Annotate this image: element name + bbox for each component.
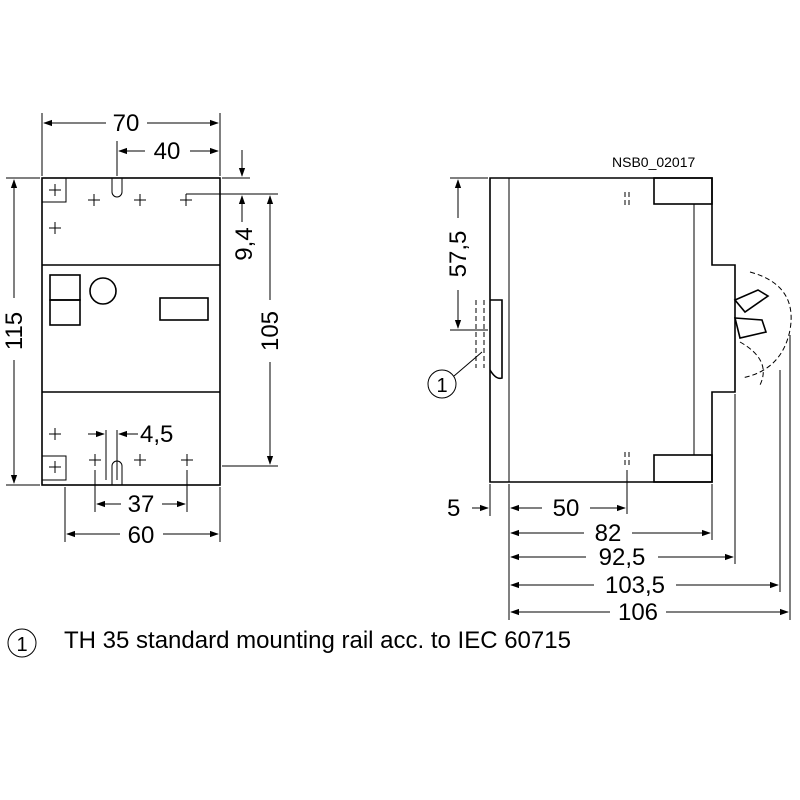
label-depth-50: 50 xyxy=(553,495,580,522)
front-terminal-top-left xyxy=(41,177,67,203)
side-rail-clip xyxy=(489,299,503,380)
dim-offset-top: 9,4 xyxy=(222,150,258,261)
label-height-inner: 105 xyxy=(257,311,284,351)
label-rail-offset: 5 xyxy=(447,495,460,522)
front-body-outline xyxy=(41,177,221,486)
legend: 1 TH 35 standard mounting rail acc. to I… xyxy=(7,627,571,658)
callout-circle xyxy=(427,369,457,399)
front-selector-upper xyxy=(49,274,81,301)
label-width-top-holes: 40 xyxy=(154,138,181,165)
dim-width-bottom-holes: 37 xyxy=(94,470,188,518)
front-screw-marks xyxy=(49,184,193,473)
side-handle-arc xyxy=(741,271,792,379)
dim-depth-50: 50 xyxy=(510,470,628,522)
front-slot-top xyxy=(111,178,123,198)
label-width-bottom: 60 xyxy=(128,522,155,549)
front-view: 70 40 115 105 9,4 xyxy=(1,110,284,549)
label-width-overall: 70 xyxy=(113,110,140,137)
side-view: NSB0_02017 57,5 1 xyxy=(427,154,792,626)
front-window xyxy=(159,297,209,321)
side-terminal-top xyxy=(653,177,713,205)
side-handle-lower xyxy=(733,317,768,339)
drawing-code: NSB0_02017 xyxy=(612,154,696,170)
dim-width-bottom: 60 xyxy=(64,487,221,549)
label-width-bottom-holes: 37 xyxy=(128,491,155,518)
dim-width-overall: 70 xyxy=(41,110,221,176)
front-selector-lower xyxy=(49,299,81,326)
callout-leader xyxy=(453,351,483,377)
side-terminal-bottom xyxy=(653,454,713,483)
label-depth-103-5: 103,5 xyxy=(605,572,665,599)
dim-width-top-holes: 40 xyxy=(116,138,219,176)
side-rail-dashed xyxy=(475,300,485,368)
dim-height-to-rail: 57,5 xyxy=(445,177,488,331)
label-height-to-rail: 57,5 xyxy=(445,231,472,278)
legend-circle xyxy=(7,628,37,658)
label-offset-top: 9,4 xyxy=(231,227,258,260)
dim-depth-103-5: 103,5 xyxy=(510,370,781,599)
dim-depth-82: 82 xyxy=(510,484,713,547)
dim-depth-92-5: 92,5 xyxy=(510,394,736,571)
rail-callout: 1 xyxy=(427,351,483,399)
label-height-overall: 115 xyxy=(1,312,28,350)
dim-depth-106: 106 xyxy=(510,335,791,626)
side-slot-top xyxy=(624,192,630,206)
label-depth-82: 82 xyxy=(595,520,622,547)
dim-height-overall: 115 xyxy=(1,177,40,486)
label-depth-92-5: 92,5 xyxy=(599,544,646,571)
legend-number: 1 xyxy=(16,634,27,656)
side-slot-bottom xyxy=(624,452,630,468)
front-knob xyxy=(89,277,117,305)
callout-number: 1 xyxy=(436,375,447,397)
dim-rail-offset: 5 xyxy=(447,484,510,620)
label-depth-106: 106 xyxy=(618,599,658,626)
side-body-outline xyxy=(489,177,736,483)
dim-hole-offset: 4,5 xyxy=(88,421,173,480)
legend-text: TH 35 standard mounting rail acc. to IEC… xyxy=(64,627,571,654)
label-hole-offset: 4,5 xyxy=(140,421,173,448)
side-handle-upper xyxy=(733,289,770,314)
dim-height-inner: 105 xyxy=(186,193,284,467)
front-terminal-bottom-left xyxy=(41,455,67,481)
side-handle-arc-inner xyxy=(739,341,764,386)
